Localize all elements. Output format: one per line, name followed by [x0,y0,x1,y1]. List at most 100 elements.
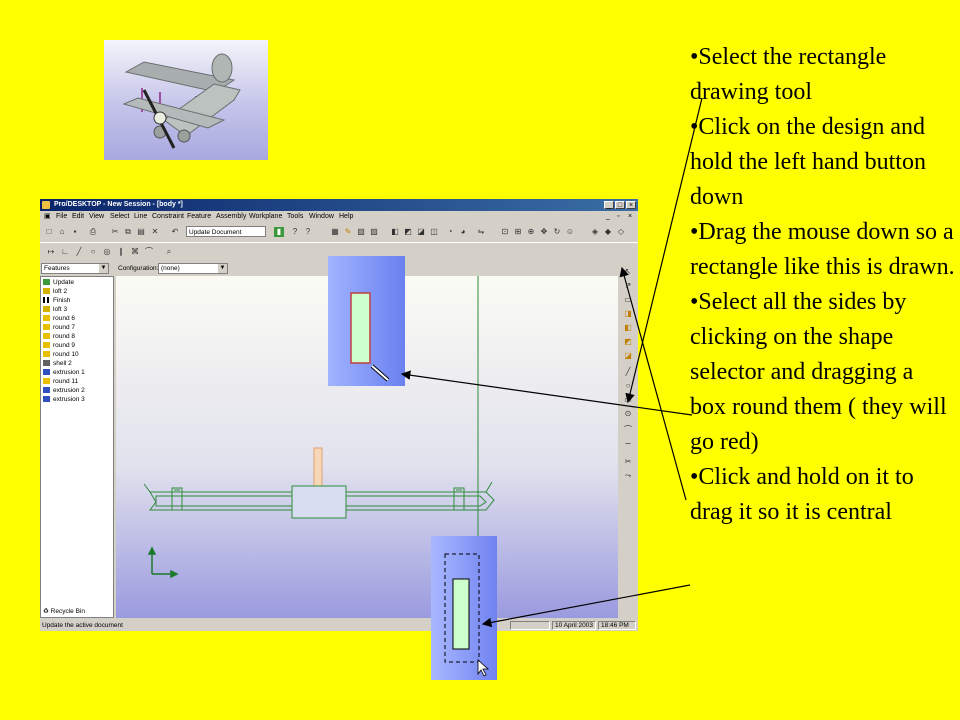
zoom-window-icon[interactable]: ⊞ [514,227,522,236]
select-arrow-icon[interactable]: ↖ [624,267,632,276]
tree-item-label: round 6 [53,315,76,322]
workplane-icon[interactable]: ▦ [331,227,339,236]
menu-edit[interactable]: Edit [72,213,85,220]
sketch-icon[interactable]: ▧ [357,227,365,236]
tree-item-round-11[interactable]: round 11 [43,378,78,386]
feature-side-icon[interactable]: ◨ [624,309,632,318]
line-tool-icon[interactable]: ╱ [625,367,631,376]
update-icon[interactable]: ▮ [274,227,284,237]
wireframe-icon[interactable]: ◇ [617,227,625,236]
parallel-icon[interactable]: ∥ [119,247,123,256]
minimize-button[interactable]: _ [604,201,614,209]
revolve-icon[interactable]: ◩ [404,227,412,236]
sketch-2-icon[interactable]: ▨ [370,227,378,236]
concentric-icon[interactable]: ◎ [103,247,111,256]
tree-item-loft-2[interactable]: loft 2 [43,288,67,296]
recycle-bin[interactable]: ♻ Recycle Bin [43,607,85,615]
circle-icon[interactable]: ○ [90,247,96,256]
tree-item-loft-3[interactable]: loft 3 [43,306,67,314]
tree-item-round-9[interactable]: round 9 [43,342,75,350]
rotate-icon[interactable]: ↻ [553,227,561,236]
tree-item-round-8[interactable]: round 8 [43,333,75,341]
extrude-icon[interactable]: ◧ [391,227,399,236]
doc-minimize-icon[interactable]: _ [606,213,610,220]
smiley-icon[interactable]: ☺ [565,227,575,236]
tree-item-round-6[interactable]: round 6 [43,315,75,323]
zoom-icon[interactable]: ⊕ [527,227,535,236]
tree-item-extrusion-3[interactable]: extrusion 3 [43,396,85,404]
menu-bar: ▣ File Edit View Select Line Constraint … [40,211,638,222]
new-document-icon[interactable]: □ [46,227,52,236]
menu-feature[interactable]: Feature [187,213,212,220]
print-icon[interactable]: ⎙ [89,227,97,236]
undo-icon[interactable]: ↶ [171,227,179,236]
document-menu-icon[interactable]: ▣ [44,213,51,220]
find-icon[interactable]: ⌕ [166,247,172,256]
copy-icon[interactable]: ⧉ [125,227,131,236]
tree-item-extrusion-1[interactable]: extrusion 1 [43,369,85,377]
menu-view[interactable]: View [89,213,105,220]
menu-workplane[interactable]: Workplane [249,213,283,220]
feature-side-2-icon[interactable]: ◧ [624,323,632,332]
ellipse-tool-icon[interactable]: ⊙ [624,409,632,418]
feature-side-4-icon[interactable]: ◪ [624,351,632,360]
pointer-icon[interactable]: ↗ [624,281,632,290]
tree-item-shell-2[interactable]: shell 2 [43,360,72,368]
spline-tool-icon[interactable]: ∼ [624,439,632,448]
loft-icon[interactable]: ◫ [430,227,438,236]
open-folder-icon[interactable]: ⌂ [59,227,65,236]
circle-tool-icon[interactable]: ○ [625,381,631,390]
mirror-icon[interactable]: ⇋ [477,227,485,236]
menu-select[interactable]: Select [110,213,130,220]
offset-tool-icon[interactable]: ⤳ [624,471,632,480]
chevron-down-icon[interactable]: ▼ [99,264,108,273]
chevron-down-icon[interactable]: ▼ [218,264,227,273]
tree-item-label: extrusion 3 [53,396,85,403]
feature-tree[interactable]: Update loft 2 Finish loft 3 round 6 roun… [40,276,114,618]
window-titlebar[interactable]: Pro/DESKTOP - New Session - [body *] _ □… [40,199,638,211]
update-document-field[interactable]: Update Document [186,226,266,237]
tree-item-finish[interactable]: Finish [43,297,70,305]
menu-line[interactable]: Line [134,213,148,220]
doc-close-icon[interactable]: × [628,213,633,220]
paste-icon[interactable]: ▤ [137,227,145,236]
dimension-icon[interactable]: ↦ [47,247,55,256]
line-icon[interactable]: ╱ [76,247,82,256]
pencil-icon[interactable]: ✎ [344,227,352,236]
zoom-fit-icon[interactable]: ⊡ [501,227,509,236]
doc-restore-icon[interactable]: ▫ [617,213,620,220]
tree-item-round-7[interactable]: round 7 [43,324,75,332]
sweep-icon[interactable]: ◪ [417,227,425,236]
maximize-button[interactable]: □ [615,201,625,209]
menu-constraint[interactable]: Constraint [152,213,184,220]
constraint-icon[interactable]: ⌘ [131,247,139,256]
help-icon[interactable]: ? [292,227,298,236]
cut-icon[interactable]: ✂ [111,227,119,236]
extrude-side-icon[interactable]: ▭ [624,295,632,304]
tree-item-extrusion-2[interactable]: extrusion 2 [43,387,85,395]
tree-item-round-10[interactable]: round 10 [43,351,79,359]
trim-tool-icon[interactable]: ✂ [624,457,632,466]
tree-item-update[interactable]: Update [43,279,74,287]
menu-tools[interactable]: Tools [287,213,304,220]
menu-file[interactable]: File [56,213,68,220]
arc-tool-icon[interactable]: ⌒ [624,425,632,434]
angle-icon[interactable]: ∟ [61,247,69,256]
chamfer-icon[interactable]: ◕ [460,227,466,236]
menu-assembly[interactable]: Assembly [216,213,247,220]
rectangle-tool-icon[interactable]: ▭ [624,395,632,404]
round-tool-icon[interactable]: ◔ [447,227,453,236]
tangent-icon[interactable]: ⌒ [145,247,153,256]
close-button[interactable]: × [626,201,636,209]
render-icon[interactable]: ◈ [591,227,599,236]
menu-window[interactable]: Window [309,213,334,220]
feature-side-3-icon[interactable]: ◩ [624,337,632,346]
shaded-icon[interactable]: ◆ [604,227,612,236]
pan-icon[interactable]: ✥ [540,227,548,236]
features-select[interactable]: Features ▼ [41,263,109,274]
menu-help[interactable]: Help [339,213,354,220]
save-icon[interactable]: ▪ [73,227,77,236]
configuration-select[interactable]: (none) ▼ [158,263,228,274]
delete-icon[interactable]: ✕ [151,227,159,236]
context-help-icon[interactable]: ? [305,227,311,236]
